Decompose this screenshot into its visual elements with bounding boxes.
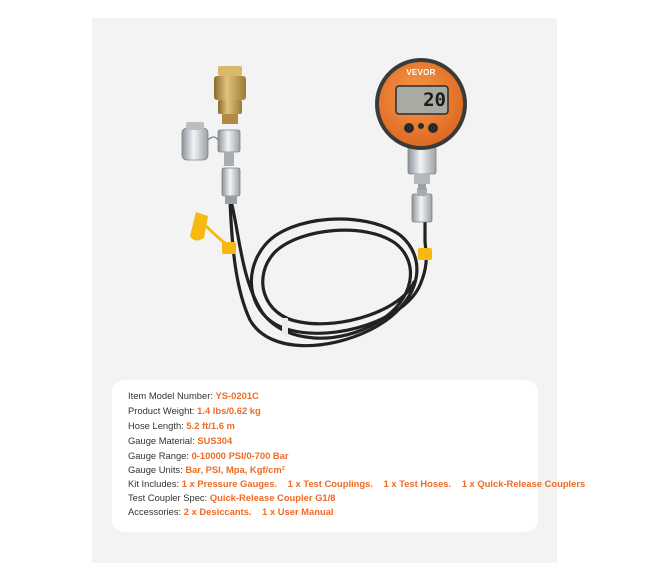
quick-release-coupler — [214, 66, 246, 124]
yellow-clip — [418, 248, 432, 260]
spec-value: YS-0201C — [215, 390, 259, 401]
spec-value: 2 x Desiccants. — [183, 506, 252, 517]
hose — [228, 198, 428, 348]
spec-row-range: Gauge Range: 0-10000 PSI/0-700 Bar — [128, 449, 289, 463]
spec-value: Quick-Release Coupler G1/8 — [209, 492, 336, 503]
gauge-lcd-reading: 20 — [423, 89, 446, 111]
spec-value: 0-10000 PSI/0-700 Bar — [191, 450, 289, 461]
spec-value: 1 x Pressure Gauges. — [181, 478, 278, 489]
spec-value: 1.4 lbs/0.62 kg — [197, 405, 261, 416]
hose-fitting-right — [411, 188, 433, 223]
gauge-brand-label: VEVOR — [406, 68, 436, 77]
spec-row-coupler: Test Coupler Spec: Quick-Release Coupler… — [128, 491, 335, 505]
spec-value: 1 x Test Hoses. — [383, 478, 452, 489]
spec-value: 5.2 ft/1.6 m — [186, 420, 235, 431]
yellow-dust-cap — [190, 212, 236, 254]
spec-row-material: Gauge Material: SUS304 — [128, 434, 232, 448]
spec-label: Gauge Units: — [128, 464, 183, 475]
spec-row-kit: Kit Includes: 1 x Pressure Gauges. 1 x T… — [128, 477, 585, 491]
gauge-stem — [407, 145, 437, 190]
spec-row-units: Gauge Units: Bar, PSI, Mpa, Kgf/cm² — [128, 463, 285, 477]
spec-label: Hose Length: — [128, 420, 184, 431]
spec-label: Item Model Number: — [128, 390, 213, 401]
spec-row-model: Item Model Number: YS-0201C — [128, 389, 259, 403]
spec-value: 1 x Quick-Release Couplers — [461, 478, 586, 489]
spec-row-hose-length: Hose Length: 5.2 ft/1.6 m — [128, 419, 235, 433]
spec-label: Product Weight: — [128, 405, 195, 416]
hose-fitting-left — [221, 167, 241, 204]
spec-label: Gauge Material: — [128, 435, 195, 446]
spec-label: Accessories: — [128, 506, 182, 517]
spec-value: 1 x Test Couplings. — [287, 478, 373, 489]
spec-value: SUS304 — [197, 435, 233, 446]
digital-pressure-gauge — [375, 58, 467, 150]
spec-card: Item Model Number: YS-0201C Product Weig… — [112, 380, 585, 532]
spec-row-accessories: Accessories: 2 x Desiccants. 1 x User Ma… — [128, 505, 334, 519]
spec-value: 1 x User Manual — [262, 506, 334, 517]
spec-label: Test Coupler Spec: — [128, 492, 208, 503]
spec-value: Bar, PSI, Mpa, Kgf/cm² — [185, 464, 285, 475]
test-coupling — [181, 122, 241, 166]
spec-label: Kit Includes: — [128, 478, 180, 489]
spec-row-weight: Product Weight: 1.4 lbs/0.62 kg — [128, 404, 261, 418]
hose-band — [282, 318, 288, 336]
spec-label: Gauge Range: — [128, 450, 189, 461]
